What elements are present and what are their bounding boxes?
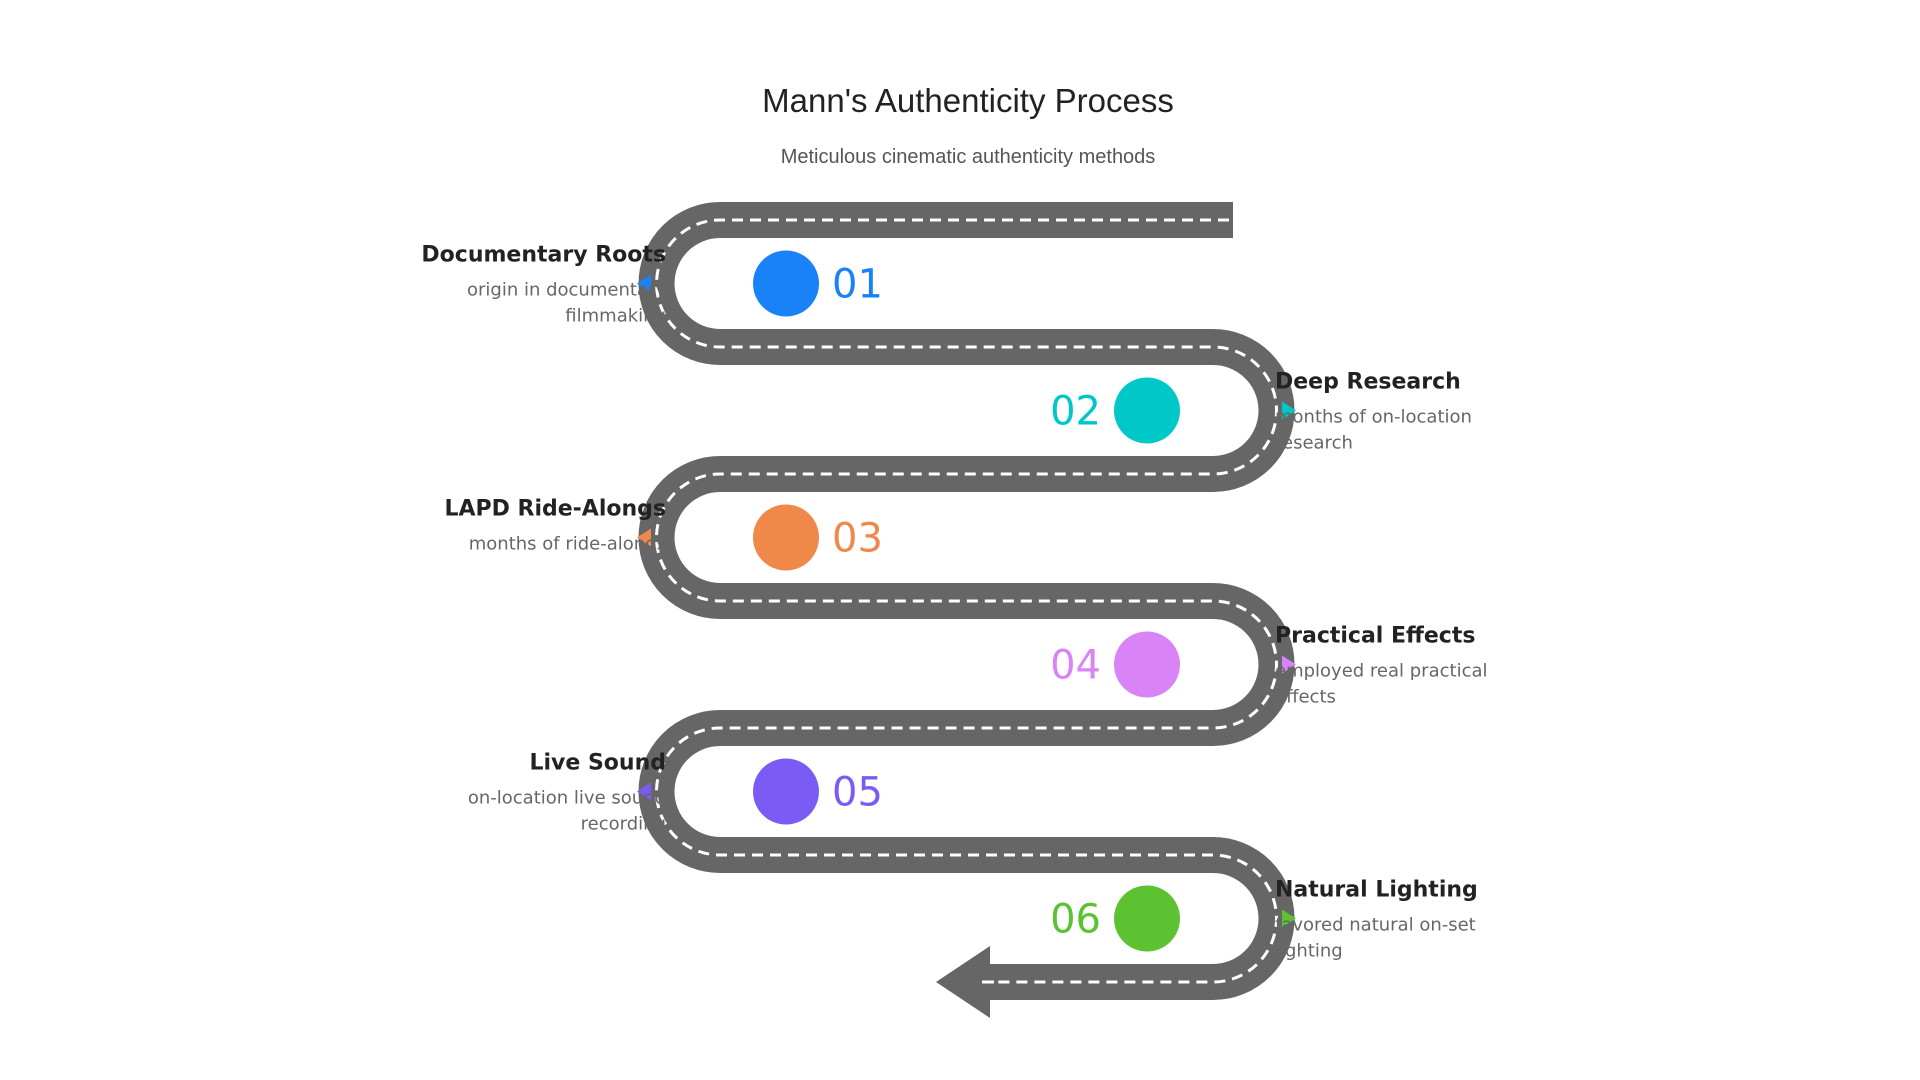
step-description: research (1275, 433, 1353, 454)
step-description: months of on-location (1275, 407, 1472, 428)
step-title: Documentary Roots (421, 243, 666, 268)
step-marker-circle (753, 758, 819, 825)
step-02: 02 Deep Research months of on-location rese… (1050, 370, 1472, 454)
winding-road (638, 202, 1295, 1018)
step-06: 06 Natural Lighting favored natural on-set… (1050, 878, 1478, 962)
step-description: origin in documentary (467, 280, 666, 301)
step-marker-circle (1114, 631, 1180, 698)
step-description: favored natural on-set (1275, 915, 1476, 936)
pointer-left-icon (637, 274, 651, 293)
step-number: 06 (1050, 897, 1101, 943)
step-05: 05 Live Sound on-location live sound record… (468, 751, 883, 835)
step-title: LAPD Ride-Alongs (444, 497, 666, 522)
pointer-left-icon (637, 782, 651, 801)
step-marker-circle (1114, 885, 1180, 952)
step-description: effects (1275, 687, 1336, 708)
pointer-left-icon (637, 528, 651, 547)
step-01: 01 Documentary Roots origin in documentary… (421, 243, 882, 327)
step-description: employed real practical (1275, 661, 1488, 682)
step-description: filmmaking (565, 306, 666, 327)
pointer-right-icon (1282, 655, 1296, 674)
step-marker-circle (753, 250, 819, 317)
step-marker-circle (1114, 377, 1180, 444)
diagram-title: Mann's Authenticity Process (762, 82, 1174, 119)
step-number: 05 (832, 770, 883, 816)
step-description: on-location live sound (468, 788, 666, 809)
step-title: Practical Effects (1275, 624, 1475, 649)
road-surface (638, 202, 1295, 1000)
diagram-subtitle: Meticulous cinematic authenticity method… (781, 146, 1156, 168)
step-04: 04 Practical Effects employed real practic… (1050, 624, 1487, 708)
step-title: Live Sound (529, 751, 666, 776)
step-marker-circle (753, 504, 819, 571)
pointer-right-icon (1282, 401, 1296, 420)
steps: 01 Documentary Roots origin in documentary… (421, 243, 1487, 962)
road-end-arrow-icon (936, 946, 994, 1018)
step-description: recording (581, 814, 666, 835)
step-number: 01 (832, 262, 883, 308)
step-description: months of ride-alongs (469, 534, 666, 555)
step-title: Natural Lighting (1275, 878, 1478, 903)
step-number: 02 (1050, 389, 1101, 435)
step-number: 04 (1050, 643, 1101, 689)
step-number: 03 (832, 516, 883, 562)
pointer-right-icon (1282, 909, 1296, 928)
step-title: Deep Research (1275, 370, 1461, 395)
step-03: 03 LAPD Ride-Alongs months of ride-alongs (444, 497, 883, 571)
step-description: lighting (1275, 941, 1343, 962)
